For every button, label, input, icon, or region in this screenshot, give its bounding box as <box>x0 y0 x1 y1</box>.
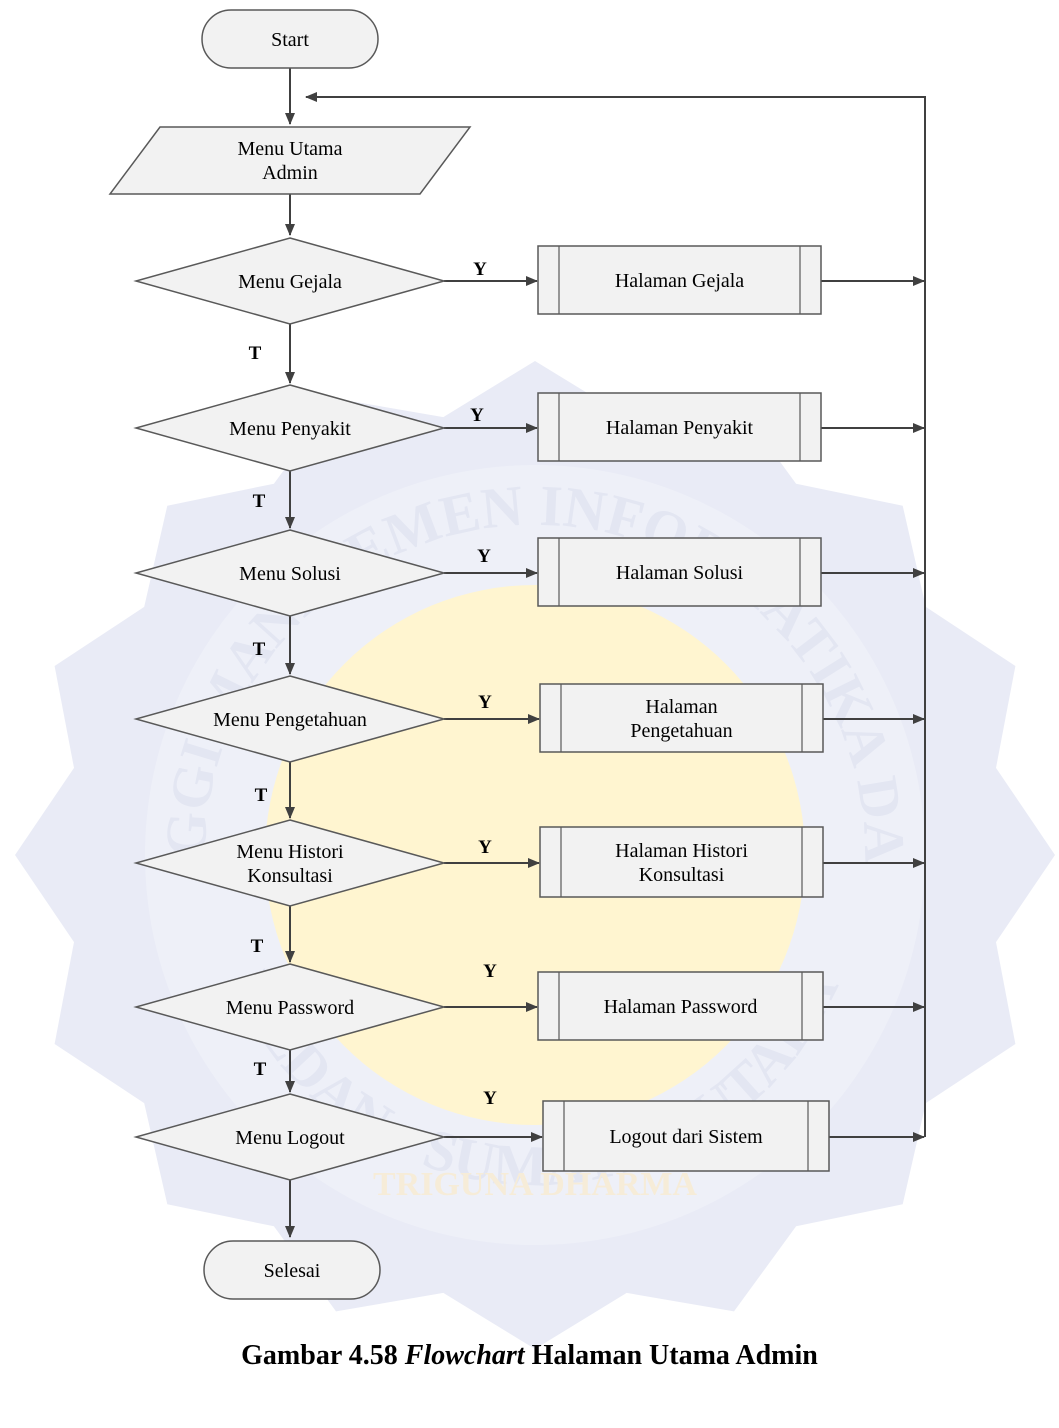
decision-pengetahuan-label: Menu Pengetahuan <box>213 709 367 731</box>
branch-yes-label: Y <box>483 961 497 982</box>
process-solusi-label: Halaman Solusi <box>616 562 744 584</box>
start-terminator <box>201 9 379 69</box>
process-penyakit-label: Halaman Penyakit <box>606 417 754 439</box>
caption-suffix: Halaman Utama Admin <box>524 1340 818 1371</box>
process-password-label: Halaman Password <box>604 996 758 1018</box>
decision-logout-label: Menu Logout <box>235 1127 345 1149</box>
decision-pengetahuan <box>133 675 447 763</box>
branch-yes-label: Y <box>478 692 492 713</box>
process-penyakit <box>537 392 822 462</box>
branch-no-label: T <box>255 785 268 806</box>
process-gejala-label: Halaman Gejala <box>615 270 744 292</box>
process-gejala <box>537 245 822 315</box>
branch-yes-label: Y <box>478 837 492 858</box>
figure-caption: Gambar 4.58 Flowchart Halaman Utama Admi… <box>0 1340 1059 1372</box>
edge-loop-back <box>305 92 926 1137</box>
decision-password <box>133 963 447 1051</box>
decision-histori <box>133 819 447 907</box>
decision-logout <box>133 1093 447 1181</box>
process-histori <box>539 826 824 898</box>
branch-no-label: T <box>253 639 266 660</box>
caption-italic: Flowchart <box>404 1340 525 1371</box>
process-logout <box>542 1100 830 1172</box>
end-label: Selesai <box>264 1260 321 1282</box>
process-solusi <box>537 537 822 607</box>
decision-gejala <box>133 237 447 325</box>
branch-yes-label: Y <box>470 405 484 426</box>
start-label: Start <box>271 29 309 51</box>
branch-no-label: T <box>249 343 262 364</box>
flow-edges <box>285 68 926 1238</box>
watermark-emblem-text: TRIGUNA DHARMA <box>373 1166 697 1203</box>
decision-penyakit-label: Menu Penyakit <box>229 418 351 440</box>
end-terminator <box>203 1240 381 1300</box>
process-logout-label: Logout dari Sistem <box>609 1126 763 1148</box>
decision-solusi <box>133 529 447 617</box>
process-pengetahuan <box>539 683 824 753</box>
branch-no-label: T <box>251 936 264 957</box>
decision-solusi-label: Menu Solusi <box>239 563 341 585</box>
decision-penyakit <box>133 384 447 472</box>
watermark-logo: SEKOLAH TINGGI MANAJEMEN INFORMATIKA DAN… <box>0 0 1055 1349</box>
branch-yes-label: Y <box>473 259 487 280</box>
decision-gejala-label: Menu Gejala <box>238 271 342 293</box>
branch-yes-label: Y <box>477 546 491 567</box>
decision-password-label: Menu Password <box>226 997 354 1019</box>
menu-utama-io <box>108 126 472 195</box>
branch-yes-label: Y <box>483 1088 497 1109</box>
process-password <box>537 971 824 1041</box>
caption-prefix: Gambar 4.58 <box>241 1340 405 1371</box>
branch-no-label: T <box>254 1059 267 1080</box>
branch-no-label: T <box>253 491 266 512</box>
